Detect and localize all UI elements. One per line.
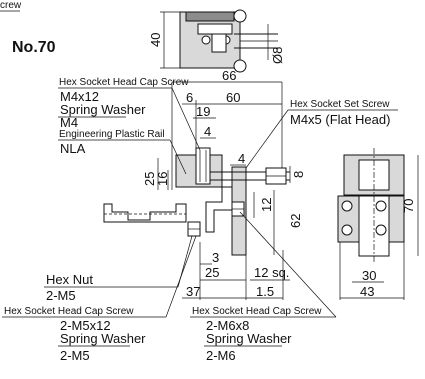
- leader-line: [239, 211, 337, 318]
- dim-8: 8: [291, 171, 306, 178]
- top-view-block: [197, 23, 233, 35]
- dim-43: 43: [360, 284, 374, 299]
- dim-37: 37: [186, 284, 200, 299]
- front-view-vertical-dimensions: 8 62 12 25 16: [142, 158, 306, 255]
- model-number: No.70: [12, 39, 56, 56]
- dim-30: 30: [362, 268, 376, 283]
- dim-6: 6: [186, 90, 193, 105]
- corner-fragment-text: crew: [0, 0, 22, 11]
- dim-3: 3: [212, 250, 219, 265]
- top-view: 40 Ø8: [148, 9, 285, 73]
- callout-cap-screw-m5: Hex Socket Head Cap Screw 2-M5x12 Spring…: [2, 235, 197, 363]
- top-view-screw-hole: [201, 35, 211, 45]
- dim-16: 16: [155, 172, 170, 186]
- front-view: [103, 147, 290, 256]
- callout-code: NLA: [60, 141, 86, 156]
- dim-62: 62: [288, 214, 303, 228]
- side-view-bolt: [341, 224, 353, 236]
- front-view-top-dimensions: 66 60 6 19 4 4: [171, 68, 283, 190]
- dim-60: 60: [226, 90, 240, 105]
- leader-line: [245, 109, 289, 169]
- callout-washer-size: 2-M6: [206, 348, 236, 363]
- callout-title: Hex Nut: [46, 272, 93, 287]
- dim-4b: 4: [238, 151, 245, 166]
- dim-40: 40: [148, 33, 163, 47]
- callout-washer-size: M4: [60, 115, 78, 130]
- callout-hex-nut: Hex Nut 2-M5: [44, 235, 193, 303]
- top-view-knob: [233, 59, 247, 73]
- callout-plastic-rail: Engineering Plastic Rail NLA: [58, 129, 187, 175]
- callout-washer: Spring Washer: [206, 331, 292, 346]
- top-view-rail: [185, 11, 235, 22]
- dim-diameter-8: Ø8: [270, 47, 285, 64]
- dim-1-5: 1.5: [256, 284, 274, 299]
- callout-size: 2-M5x12: [60, 318, 111, 333]
- dim-4a: 4: [204, 124, 211, 139]
- leader-line: [171, 87, 201, 151]
- side-view-bolt: [375, 200, 387, 212]
- dim-12-sq: 12 sq.: [254, 265, 289, 280]
- callout-title: Hex Socket Head Cap Screw: [59, 77, 189, 88]
- callout-cap-screw-m6: Hex Socket Head Cap Screw 2-M6x8 Spring …: [190, 211, 337, 363]
- dim-19: 19: [196, 104, 210, 119]
- callout-size: M4x5 (Flat Head): [290, 112, 390, 127]
- callout-washer-size: 2-M5: [60, 348, 90, 363]
- dim-70: 70: [401, 199, 416, 213]
- callout-title: Hex Socket Head Cap Screw: [4, 306, 134, 317]
- callout-washer: Spring Washer: [60, 102, 146, 117]
- callout-washer: Spring Washer: [60, 331, 146, 346]
- callout-title: Hex Socket Head Cap Screw: [192, 306, 322, 317]
- callout-set-screw: Hex Socket Set Screw M4x5 (Flat Head): [245, 99, 398, 169]
- top-view-bracket: [211, 33, 227, 53]
- side-view-bolt: [375, 224, 387, 236]
- callout-title: Hex Socket Set Screw: [290, 99, 390, 110]
- callout-size: M4x12: [60, 89, 99, 104]
- leader-line: [165, 235, 197, 318]
- side-view-bolt: [341, 200, 353, 212]
- callout-size: 2-M6x8: [206, 318, 249, 333]
- callout-cap-screw-m4: Hex Socket Head Cap Screw M4x12 Spring W…: [58, 77, 201, 151]
- callout-title: Engineering Plastic Rail: [59, 129, 165, 140]
- callout-size: 2-M5: [46, 288, 76, 303]
- front-bracket: [205, 186, 233, 233]
- dim-12: 12: [259, 198, 274, 212]
- top-view-knob: [233, 9, 247, 23]
- side-view: 70 30 43: [337, 148, 419, 300]
- dim-66: 66: [222, 68, 236, 83]
- front-view-bottom-dimensions: 3 25 12 sq. 37 1.5: [182, 232, 290, 300]
- front-screw-body: [195, 147, 211, 185]
- dim-25-horizontal: 25: [205, 265, 219, 280]
- leader-line: [169, 139, 187, 175]
- dim-25-vertical: 25: [142, 172, 157, 186]
- engineering-plastic-rail-profile: [103, 203, 187, 223]
